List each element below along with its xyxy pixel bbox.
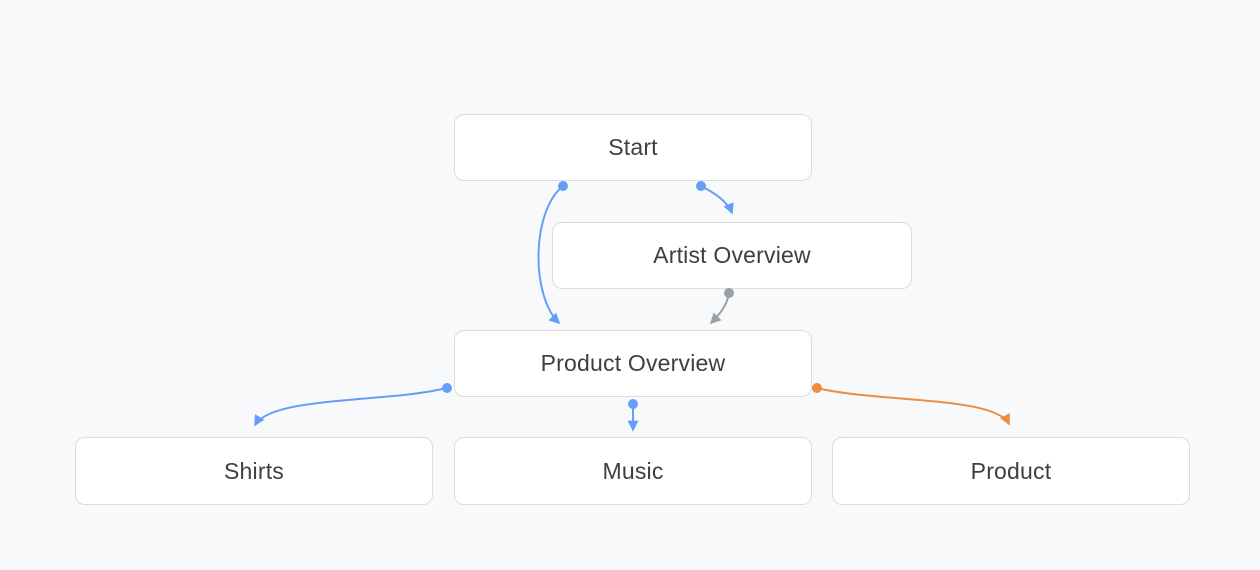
node-product[interactable]: Product bbox=[832, 437, 1190, 505]
node-product-overview[interactable]: Product Overview bbox=[454, 330, 812, 397]
node-music-label: Music bbox=[602, 457, 664, 484]
edge-path[interactable] bbox=[700, 185, 734, 215]
edge-product-overview-to-shirts[interactable] bbox=[254, 383, 452, 427]
edge-start-to-artist-overview[interactable] bbox=[696, 181, 734, 215]
edge-source-handle[interactable] bbox=[558, 181, 568, 191]
edge-path[interactable] bbox=[254, 387, 448, 427]
node-product-label: Product bbox=[970, 457, 1052, 484]
edge-product-overview-to-product[interactable] bbox=[812, 383, 1010, 426]
edge-product-overview-to-music[interactable] bbox=[627, 399, 639, 432]
node-shirts-label: Shirts bbox=[224, 457, 284, 484]
edge-source-handle[interactable] bbox=[696, 181, 706, 191]
node-start[interactable]: Start bbox=[454, 114, 812, 181]
edge-path[interactable] bbox=[816, 387, 1010, 426]
edge-source-handle[interactable] bbox=[812, 383, 822, 393]
node-artist-overview[interactable]: Artist Overview bbox=[552, 222, 912, 289]
edge-source-handle[interactable] bbox=[724, 288, 734, 298]
edge-source-handle[interactable] bbox=[628, 399, 638, 409]
edge-source-handle[interactable] bbox=[442, 383, 452, 393]
node-shirts[interactable]: Shirts bbox=[75, 437, 433, 505]
node-start-label: Start bbox=[608, 134, 658, 160]
edge-path[interactable] bbox=[709, 292, 730, 325]
node-music[interactable]: Music bbox=[454, 437, 812, 505]
node-artist-overview-label: Artist Overview bbox=[653, 242, 811, 268]
node-product-overview-label: Product Overview bbox=[540, 350, 726, 376]
edge-artist-overview-to-product-overview[interactable] bbox=[709, 288, 734, 325]
